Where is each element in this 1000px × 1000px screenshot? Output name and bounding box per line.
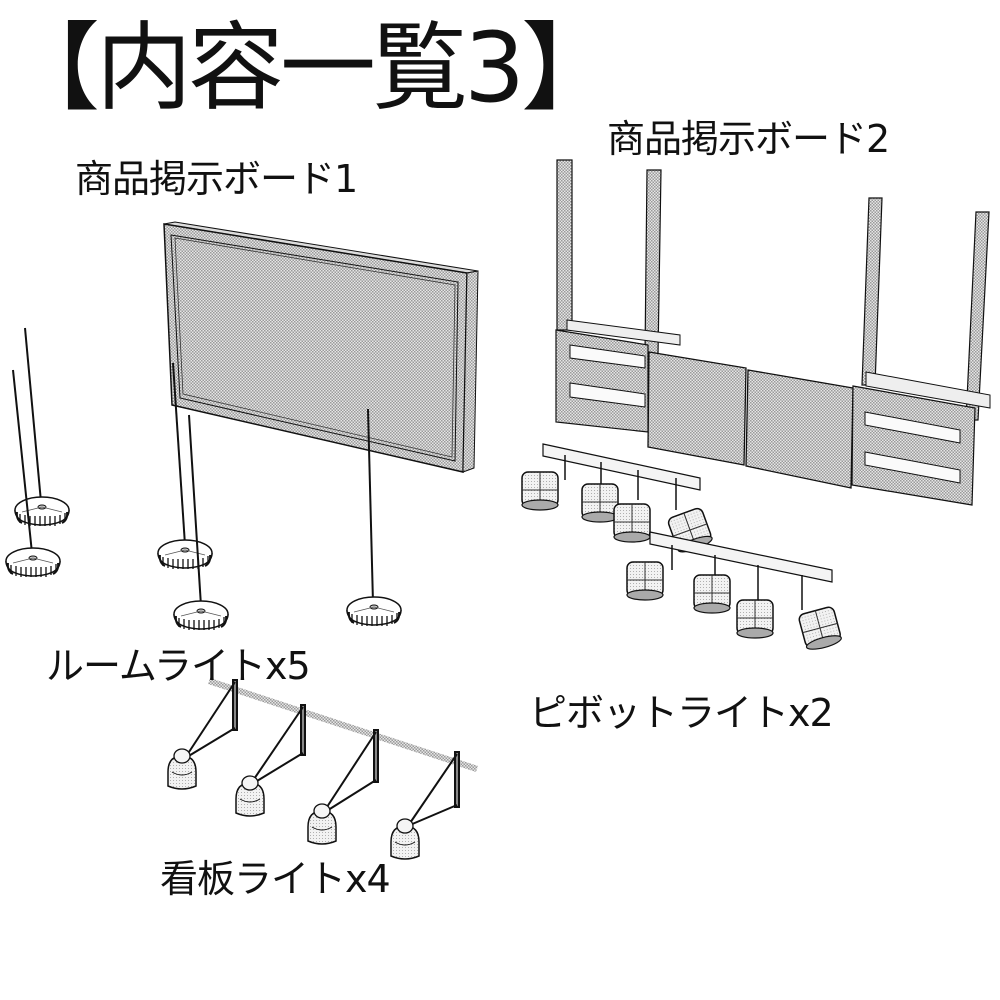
- pivot-lights-illustration: [521, 443, 844, 653]
- label-room-light: ルームライトx5: [46, 644, 311, 688]
- label-product-board-1: 商品掲示ボード1: [75, 157, 358, 201]
- product-board-2-illustration: [555, 159, 991, 506]
- sign-lights-illustration: [167, 678, 478, 860]
- page-title: 【内容一覧3】: [4, 12, 617, 124]
- room-lights-illustration: [5, 327, 402, 631]
- label-product-board-2: 商品掲示ボード2: [607, 117, 890, 161]
- label-pivot-light: ピボットライトx2: [529, 691, 834, 735]
- product-board-1-illustration: [163, 221, 479, 473]
- label-sign-light: 看板ライトx4: [160, 857, 391, 901]
